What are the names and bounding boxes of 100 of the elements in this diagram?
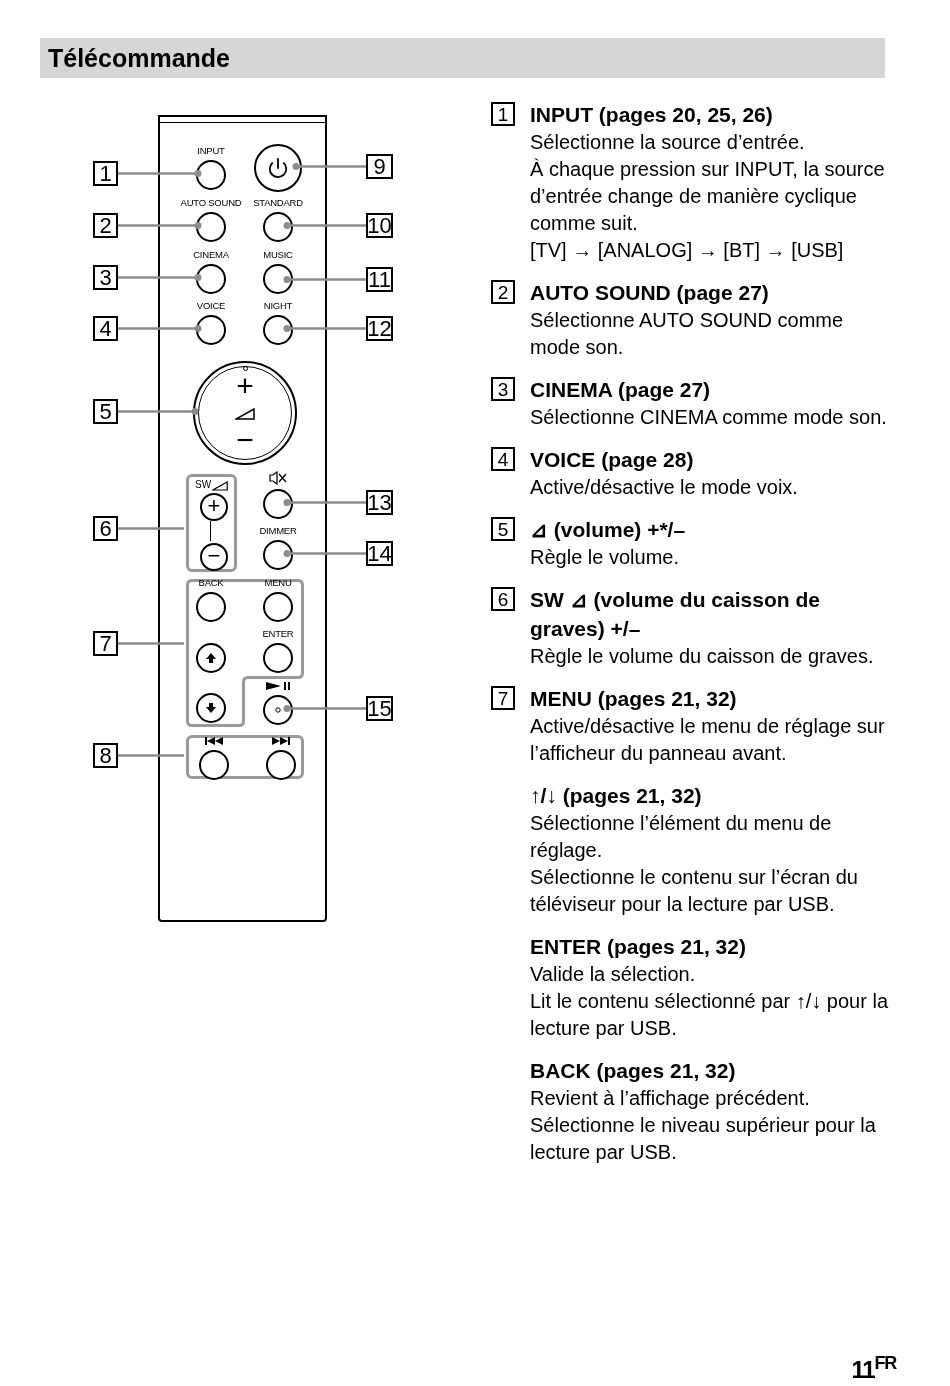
description-text: Sélectionne CINEMA comme mode son. <box>530 405 888 430</box>
item-heading: BACK (pages 21, 32) <box>530 1058 737 1084</box>
callout-number: 2 <box>93 213 118 238</box>
leader-line <box>118 325 202 332</box>
item-heading: ENTER (pages 21, 32) <box>530 934 747 960</box>
item-heading: MENU (pages 21, 32) <box>530 686 738 712</box>
round-button <box>254 144 302 192</box>
callout-number: 13 <box>366 490 393 515</box>
item-heading: ↑/↓ (pages 21, 32) <box>530 783 703 809</box>
round-button <box>263 592 293 622</box>
round-button <box>196 643 226 673</box>
round-button <box>199 750 229 780</box>
round-button: + <box>200 493 228 521</box>
remote-control-body <box>158 115 327 922</box>
leader-line <box>118 170 202 177</box>
round-button <box>196 693 226 723</box>
round-button <box>196 592 226 622</box>
leader-line <box>283 276 366 283</box>
description-text: Active/désactive le mode voix. <box>530 475 799 500</box>
button-label: ENTER <box>261 628 295 640</box>
callout-number: 7 <box>491 686 515 710</box>
description-text: Sélectionne la source d’entrée. <box>530 130 806 155</box>
callout-number: 11 <box>366 267 393 292</box>
page-number: 11$^{FR}$ <box>851 1358 896 1382</box>
leader-line <box>283 325 366 332</box>
callout-number: 6 <box>93 516 118 541</box>
callout-number: 7 <box>93 631 118 656</box>
button-label: STANDARD <box>252 197 304 209</box>
round-button <box>263 264 293 294</box>
callout-number: 1 <box>93 161 118 186</box>
button-group <box>186 474 237 572</box>
item-heading: ⊿ (volume) +*/– <box>530 517 687 543</box>
round-button <box>263 489 293 519</box>
round-button <box>263 212 293 242</box>
button-label: MUSIC <box>262 249 294 261</box>
leader-line <box>292 163 366 170</box>
button-label: BACK <box>197 577 225 589</box>
leader-line <box>118 527 184 530</box>
leader-line <box>283 705 366 712</box>
description-text: Règle le volume du caisson de graves. <box>530 644 875 669</box>
description-text: Sélectionne AUTO SOUND comme mode son. <box>530 308 845 360</box>
leader-line <box>118 274 202 281</box>
round-button: − <box>200 543 228 571</box>
callout-number: 8 <box>93 743 118 768</box>
button-label: SW <box>195 479 212 491</box>
item-heading: INPUT (pages 20, 25, 26) <box>530 102 774 128</box>
button-label: NIGHT <box>262 300 294 312</box>
description-text: Sélectionne le niveau supérieur pour la lecture par USB. <box>530 1113 877 1165</box>
round-button <box>196 264 226 294</box>
button-label: AUTO SOUND <box>179 197 243 209</box>
callout-number: 15 <box>366 696 393 721</box>
leader-line <box>283 499 366 506</box>
callout-number: 2 <box>491 280 515 304</box>
description-text: Lit le contenu sélectionné par ↑/↓ pour la lecture par USB. <box>530 989 889 1041</box>
callout-number: 6 <box>491 587 515 611</box>
button-label: MENU <box>263 577 293 589</box>
button-label: DIMMER <box>258 525 298 537</box>
item-heading: CINEMA (page 27) <box>530 377 712 403</box>
description-text: Active/désactive le menu de réglage sur l’afficheur du panneau avant. <box>530 714 886 766</box>
callout-number: 14 <box>366 541 393 566</box>
callout-number: 4 <box>93 316 118 341</box>
round-button <box>263 315 293 345</box>
button-group <box>186 735 304 779</box>
leader-line <box>118 642 184 645</box>
leader-line <box>283 222 366 229</box>
description-text: À chaque pression sur INPUT, la source d’entrée change de manière cyclique comme suit. <box>530 157 886 236</box>
plus-sign: + <box>235 371 255 401</box>
callout-number: 1 <box>491 102 515 126</box>
callout-number: 4 <box>491 447 515 471</box>
round-button <box>263 540 293 570</box>
leader-line <box>118 222 202 229</box>
round-button <box>263 643 293 673</box>
description-text: Revient à l’affichage précédent. <box>530 1086 811 1111</box>
callout-number: 3 <box>93 265 118 290</box>
button-label: CINEMA <box>192 249 230 261</box>
round-button <box>263 695 293 725</box>
leader-line <box>118 754 184 757</box>
minus-sign: − <box>235 425 255 455</box>
description-text: Valide la sélection. <box>530 962 697 987</box>
callout-number: 10 <box>366 213 393 238</box>
leader-line <box>283 550 366 557</box>
callout-number: 3 <box>491 377 515 401</box>
description-text: [TV] → [ANALOG] → [BT] → [USB] <box>530 238 845 263</box>
leader-line <box>118 408 199 415</box>
round-button <box>196 315 226 345</box>
callout-number: 5 <box>93 399 118 424</box>
item-heading: AUTO SOUND (page 27) <box>530 280 770 306</box>
callout-number: 12 <box>366 316 393 341</box>
round-button <box>196 160 226 190</box>
description-text: Règle le volume. <box>530 545 680 570</box>
button-label: VOICE <box>195 300 227 312</box>
item-heading: SW ⊿ (volume du caisson de graves) +/– <box>530 587 821 642</box>
item-heading: VOICE (page 28) <box>530 447 695 473</box>
page-title: Télécommande <box>48 45 230 71</box>
description-text: Sélectionne l’élément du menu de réglage. <box>530 811 833 863</box>
round-button <box>196 212 226 242</box>
callout-number: 9 <box>366 154 393 179</box>
description-text: Sélectionne le contenu sur l’écran du téléviseur pour la lecture par USB. <box>530 865 859 917</box>
button-label: INPUT <box>196 145 226 157</box>
round-button <box>266 750 296 780</box>
